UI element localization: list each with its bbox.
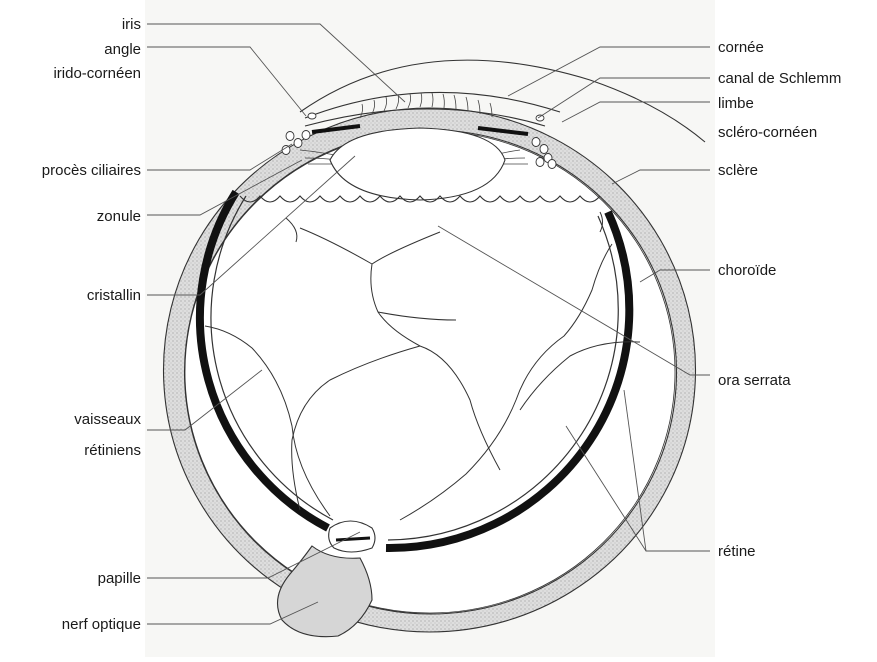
label-sclere: sclère — [718, 162, 758, 179]
label-proces-ciliaires: procès ciliaires — [42, 162, 141, 179]
label-cristallin: cristallin — [87, 287, 141, 304]
label-limbe-line2: scléro-cornéen — [718, 124, 817, 141]
label-canal-schlemm: canal de Schlemm — [718, 70, 841, 87]
label-nerf-optique: nerf optique — [62, 616, 141, 633]
label-zonule: zonule — [97, 208, 141, 225]
label-iris: iris — [122, 16, 141, 33]
label-vaisseaux-line1: vaisseaux — [74, 411, 141, 428]
label-angle-line2: irido-cornéen — [53, 65, 141, 82]
optic-disc-dark — [336, 538, 370, 540]
label-vaisseaux-line2: rétiniens — [84, 442, 141, 459]
label-choroide: choroïde — [718, 262, 776, 279]
label-papille: papille — [98, 570, 141, 587]
label-limbe-line1: limbe — [718, 95, 754, 112]
label-angle-line1: angle — [104, 41, 141, 58]
label-retine: rétine — [718, 543, 756, 560]
label-cornee: cornée — [718, 39, 764, 56]
labels-left: iris angle irido-cornéen procès ciliaire… — [42, 16, 142, 633]
label-ora-serrata: ora serrata — [718, 372, 791, 389]
labels-right: cornée canal de Schlemm limbe scléro-cor… — [718, 39, 841, 560]
